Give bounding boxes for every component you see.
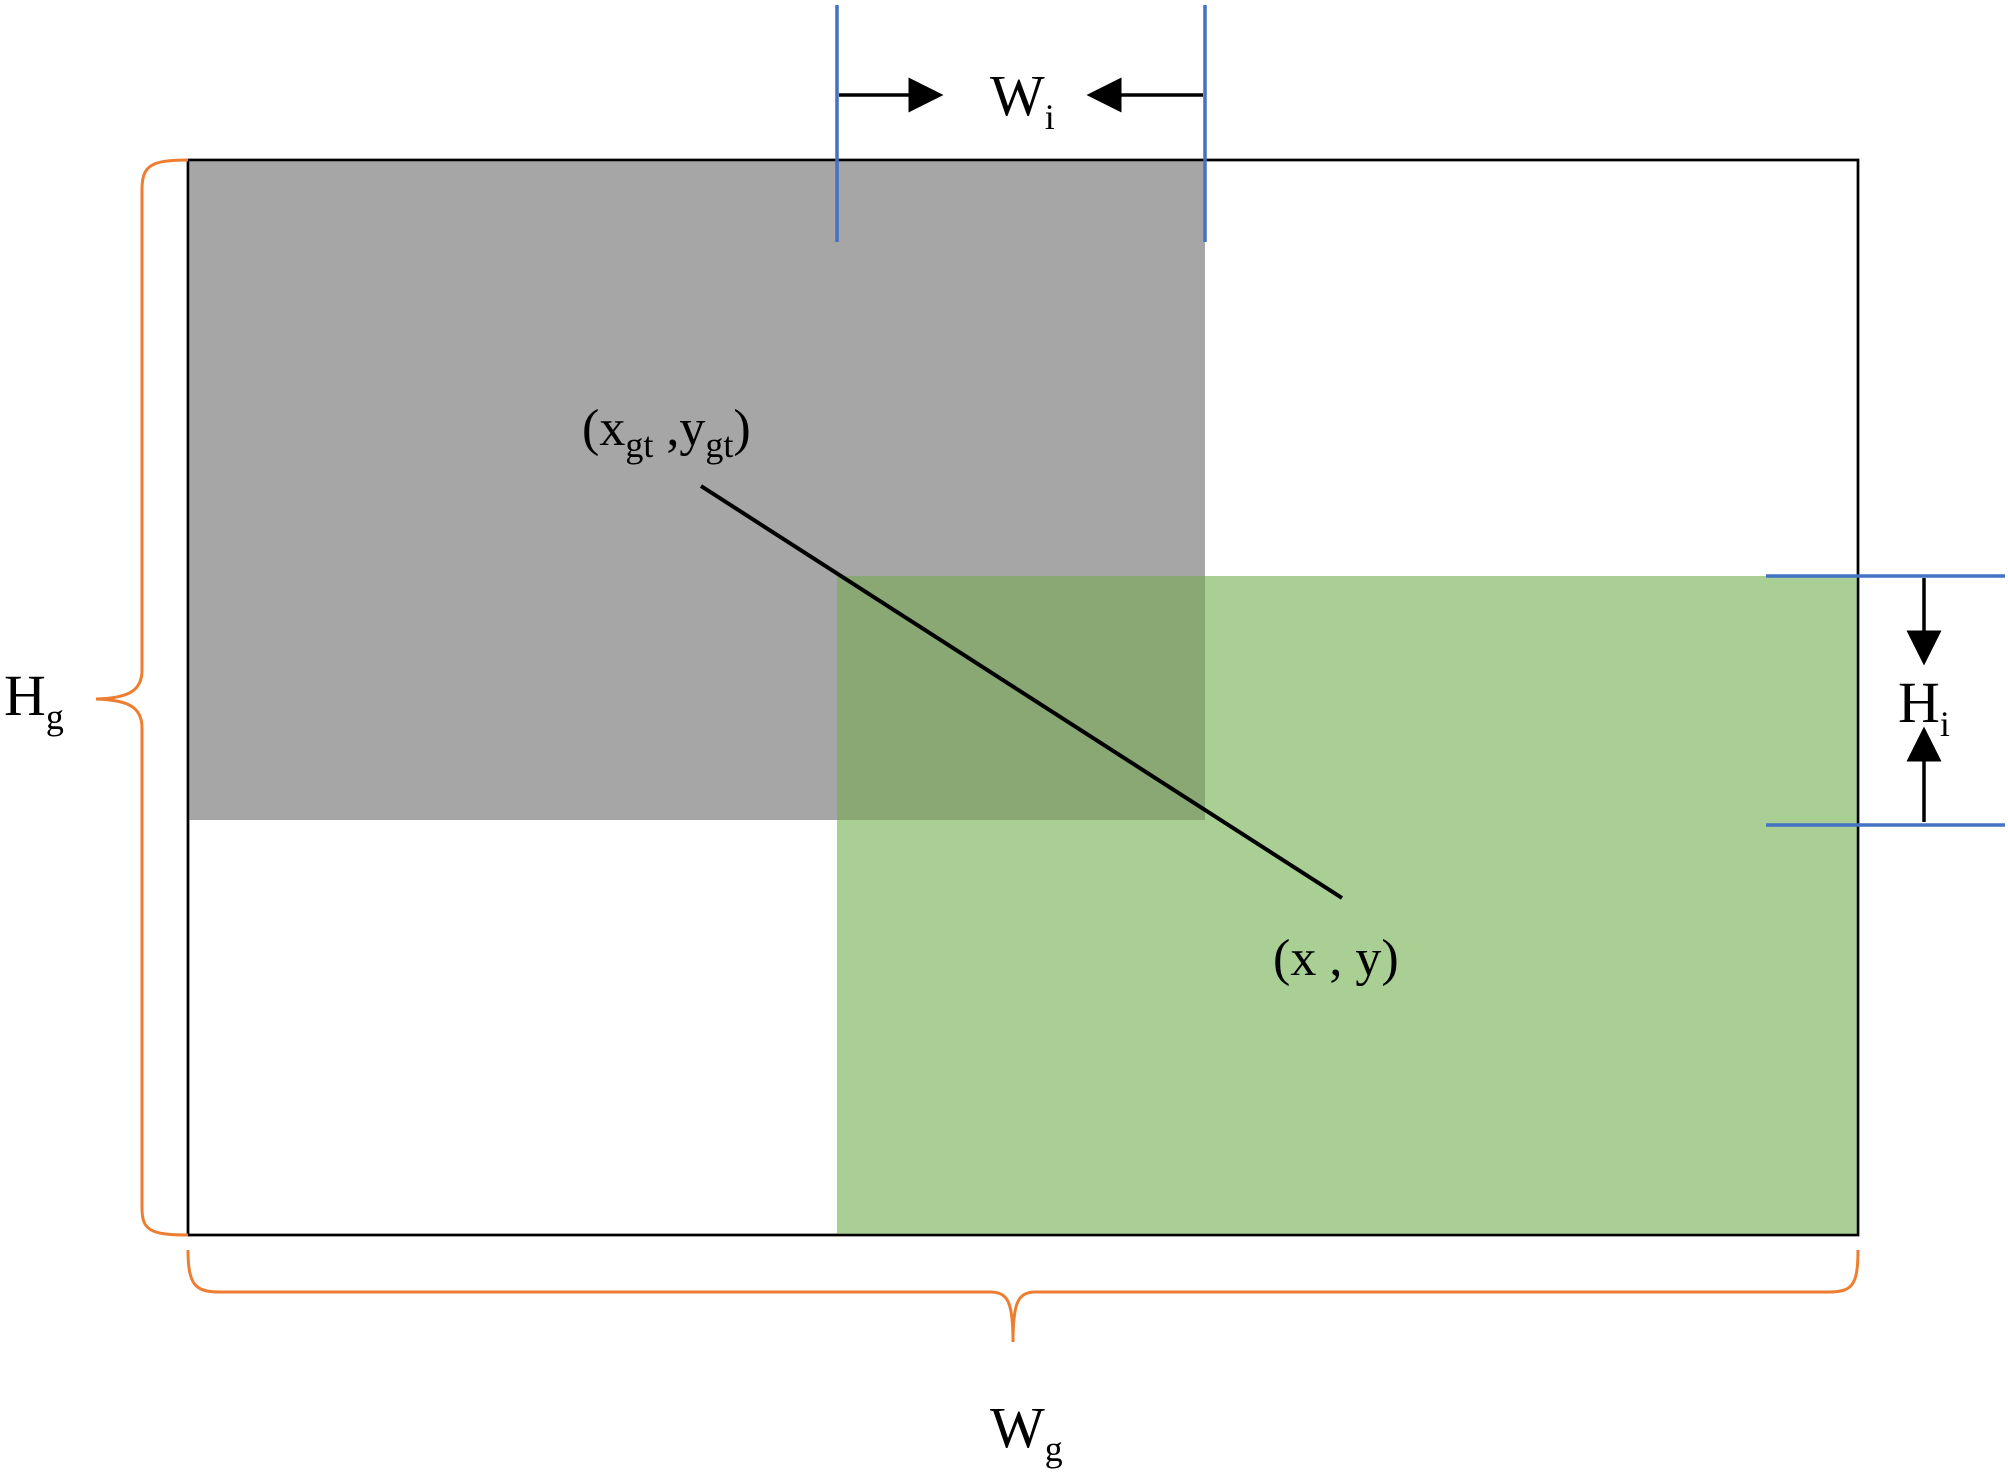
hi-label-main: H [1898,670,1940,735]
center-distance-line [699,484,1344,900]
wg-brace [186,1249,1860,1343]
intersection-box [837,576,1205,820]
wi-label: Wi [990,63,1055,137]
hi-label: Hi [1898,670,1950,744]
hg-label-sub: g [46,697,64,737]
union-box-border [186,158,1860,1237]
wi-label-main: W [990,63,1045,128]
wg-label-sub: g [1045,1429,1063,1469]
hg-label-main: H [4,663,46,728]
hi-label-sub: i [1940,704,1950,744]
hg-brace [95,158,189,1237]
hg-label: Hg [4,663,64,737]
gt-center-close: ) [733,400,750,457]
gt-center-sub-y: gt [705,425,733,465]
gt-center-mid: ,y [653,400,705,457]
gt-center-sub-x: gt [625,425,653,465]
gt-center-label: (xgt ,ygt) [582,400,751,465]
gt-center-open: (x [582,400,625,457]
wg-label: Wg [990,1395,1063,1469]
wg-label-main: W [990,1395,1045,1460]
pred-center-label: (x , y) [1273,930,1399,987]
wi-label-sub: i [1045,97,1055,137]
